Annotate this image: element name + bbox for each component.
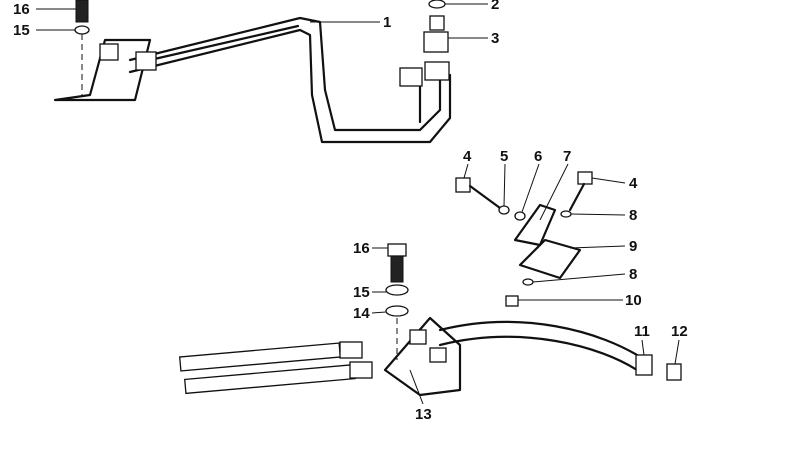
- callout-10: 10: [625, 292, 642, 309]
- callout-5: 5: [500, 148, 508, 165]
- callout-1: 1: [383, 14, 391, 31]
- callout-7: 7: [563, 148, 571, 165]
- callout-13: 13: [415, 406, 432, 423]
- pipe-assembly-top: [53, 0, 452, 144]
- callout-2: 2: [491, 0, 499, 13]
- callout-3: 3: [491, 30, 499, 47]
- leader-lines: [36, 3, 680, 405]
- nut-stack-2-3: [423, 0, 449, 53]
- callout-6: 6: [534, 148, 542, 165]
- callout-16: 16: [13, 1, 30, 18]
- bracket-assembly-middle: [455, 171, 593, 307]
- pipe-assembly-bottom: [178, 243, 682, 397]
- callout-8: 8: [629, 266, 637, 283]
- callout-14: 14: [353, 305, 370, 322]
- callout-16: 16: [353, 240, 370, 257]
- callout-15: 15: [13, 22, 30, 39]
- callout-12: 12: [671, 323, 688, 340]
- callout-15: 15: [353, 284, 370, 301]
- callout-4: 4: [629, 175, 638, 192]
- callout-8: 8: [629, 207, 637, 224]
- callout-11: 11: [634, 323, 650, 340]
- callout-4: 4: [463, 148, 472, 165]
- callout-9: 9: [629, 238, 637, 255]
